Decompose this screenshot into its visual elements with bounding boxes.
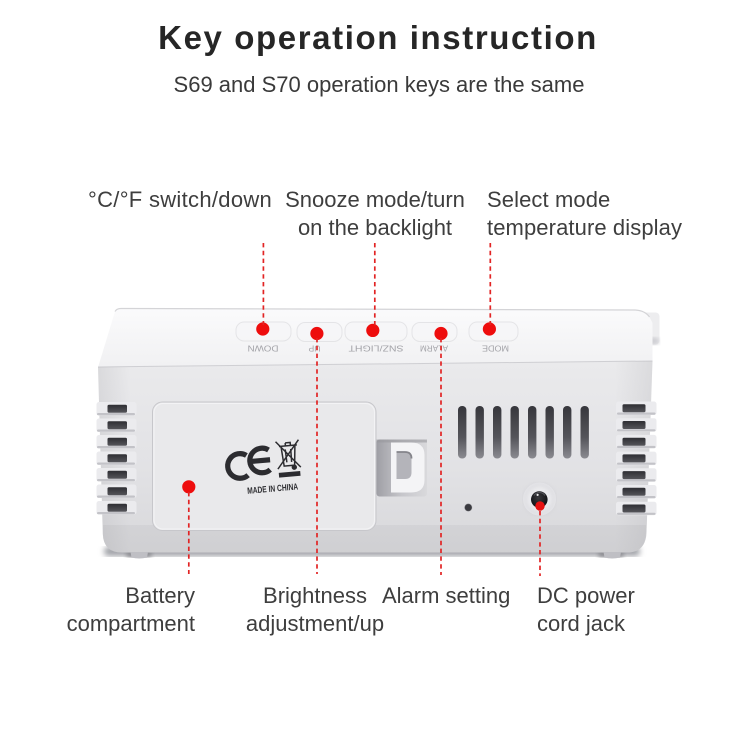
- svg-text:SNZ/LIGHT: SNZ/LIGHT: [349, 344, 404, 354]
- svg-text:MODE: MODE: [482, 344, 509, 354]
- svg-text:ALARM: ALARM: [420, 344, 448, 354]
- svg-text:MADE IN CHINA: MADE IN CHINA: [247, 481, 299, 495]
- svg-text:DOWN: DOWN: [248, 344, 279, 354]
- svg-text:UP: UP: [308, 344, 320, 354]
